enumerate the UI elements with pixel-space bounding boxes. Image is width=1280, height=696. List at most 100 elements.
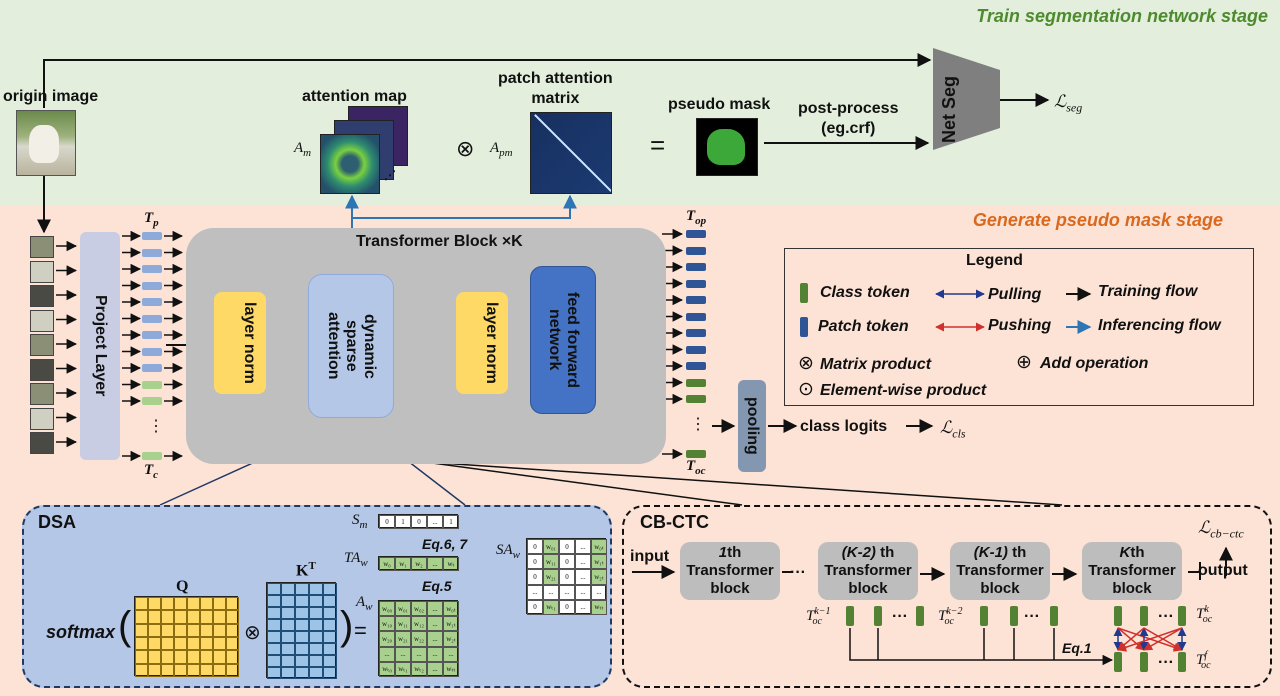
segnet-trapezoid bbox=[933, 48, 1000, 150]
matrix-cell bbox=[161, 663, 174, 677]
patch-thumbnail bbox=[30, 285, 54, 307]
legend-box bbox=[784, 248, 1254, 406]
patch-token bbox=[142, 298, 162, 306]
patch-token bbox=[142, 364, 162, 372]
matrix-cell bbox=[135, 610, 148, 624]
layer-norm-2: layer norm bbox=[456, 292, 508, 394]
top-label: Top bbox=[686, 208, 707, 227]
attention-map-label: attention map bbox=[302, 88, 407, 105]
ctc-tok-a bbox=[846, 606, 854, 626]
legend-training-flow: Training flow bbox=[1098, 283, 1198, 300]
matrix-cell: ... bbox=[575, 569, 591, 585]
matrix-cell: ... bbox=[427, 515, 443, 529]
patch-token bbox=[686, 246, 706, 255]
push-arrow bbox=[1117, 627, 1183, 652]
ctc-output-label: output bbox=[1198, 562, 1248, 579]
t-k1-label: Tk−1oc bbox=[806, 606, 831, 627]
matrix-cell: ... bbox=[427, 616, 443, 632]
matrix-cell: ... bbox=[575, 599, 591, 615]
matrix-cell bbox=[295, 631, 309, 643]
matrix-cell: w₀ₜ bbox=[591, 539, 607, 555]
attention-map-front bbox=[320, 134, 380, 194]
matrix-cell: 0 bbox=[527, 599, 543, 615]
matrix-cell: 0 bbox=[559, 599, 575, 615]
dsa-equals: = bbox=[354, 618, 367, 643]
matrix-cell: wₜ₂ bbox=[411, 661, 427, 677]
class-token bbox=[142, 397, 162, 405]
project-layer: Project Layer bbox=[80, 232, 120, 460]
matrix-cell bbox=[281, 619, 295, 631]
train-stage-title: Train segmentation network stage bbox=[976, 6, 1268, 26]
generate-stage-title: Generate pseudo mask stage bbox=[972, 210, 1223, 230]
zoom-ctc-left bbox=[424, 461, 743, 506]
matrix-cell: 0 bbox=[559, 569, 575, 585]
legend-class-token: Class token bbox=[820, 284, 910, 301]
matrix-cell bbox=[226, 637, 239, 651]
matrix-cell bbox=[309, 667, 323, 679]
matrix-cell bbox=[200, 623, 213, 637]
patch-token bbox=[686, 362, 706, 370]
matrix-cell: ... bbox=[543, 584, 559, 600]
matrix-cell bbox=[226, 663, 239, 677]
ctc-ellipsis-1: ··· bbox=[790, 564, 806, 581]
origin-image bbox=[16, 110, 76, 176]
ctc-ellipsis-3: ··· bbox=[1024, 608, 1040, 625]
legend-matrix-product: Matrix product bbox=[820, 356, 932, 373]
origin-to-segnet-arrow bbox=[43, 53, 932, 108]
matrix-cell bbox=[174, 637, 187, 651]
matrix-cell bbox=[213, 650, 226, 664]
q-matrix bbox=[134, 596, 239, 677]
legend-patch-swatch bbox=[800, 317, 808, 337]
am-symbol: Am bbox=[294, 140, 312, 159]
matrix-cell bbox=[200, 663, 213, 677]
legend-class-swatch bbox=[800, 283, 808, 303]
top-equals: = bbox=[650, 130, 666, 160]
patch-token bbox=[686, 312, 706, 321]
legend-otimes-icon: ⊗ bbox=[798, 353, 814, 374]
ctc-tok-k1 bbox=[1114, 606, 1122, 626]
matrix-cell bbox=[148, 610, 161, 624]
class-token bbox=[142, 452, 162, 460]
matrix-cell: ... bbox=[575, 539, 591, 555]
ctc-tok-d bbox=[980, 606, 988, 626]
matrix-cell bbox=[135, 597, 148, 611]
tc-label: Tc bbox=[144, 462, 159, 481]
legend-patch-token: Patch token bbox=[818, 318, 909, 335]
transformer-title: Transformer Block ×K bbox=[356, 233, 523, 250]
dsa-otimes: ⊗ bbox=[244, 622, 261, 644]
matrix-cell: ... bbox=[575, 554, 591, 570]
matrix-cell: w₂ bbox=[411, 557, 427, 571]
matrix-cell: 0 bbox=[411, 515, 427, 529]
matrix-cell: ... bbox=[411, 646, 427, 662]
patch-thumbnail bbox=[30, 309, 54, 332]
pseudo-mask-label: pseudo mask bbox=[668, 96, 771, 113]
tp-label: Tp bbox=[144, 210, 159, 229]
ctc-ellipsis-5: ··· bbox=[1158, 654, 1174, 671]
matrix-cell bbox=[135, 663, 148, 677]
mask-shape bbox=[707, 129, 745, 165]
matrix-cell: ... bbox=[527, 584, 543, 600]
matrix-cell bbox=[267, 631, 281, 643]
matrix-cell: w₂₂ bbox=[411, 631, 427, 647]
legend-inferencing-flow: Inferencing flow bbox=[1098, 317, 1221, 334]
saw-label: SAw bbox=[496, 542, 521, 561]
matrix-cell bbox=[200, 597, 213, 611]
matrix-cell bbox=[148, 623, 161, 637]
class-token bbox=[142, 380, 162, 389]
pseudo-mask-image bbox=[696, 118, 758, 176]
matrix-cell bbox=[281, 655, 295, 667]
matrix-cell: ... bbox=[591, 584, 607, 600]
patch-token bbox=[142, 232, 162, 240]
matrix-cell bbox=[323, 619, 337, 631]
matrix-cell: w₁₁ bbox=[543, 554, 559, 570]
matrix-cell bbox=[323, 631, 337, 643]
matrix-cell: 0 bbox=[527, 554, 543, 570]
matrix-cell bbox=[148, 663, 161, 677]
matrix-cell bbox=[309, 619, 323, 631]
matrix-cell bbox=[295, 583, 309, 595]
matrix-cell bbox=[226, 623, 239, 637]
matrix-cell bbox=[200, 637, 213, 651]
